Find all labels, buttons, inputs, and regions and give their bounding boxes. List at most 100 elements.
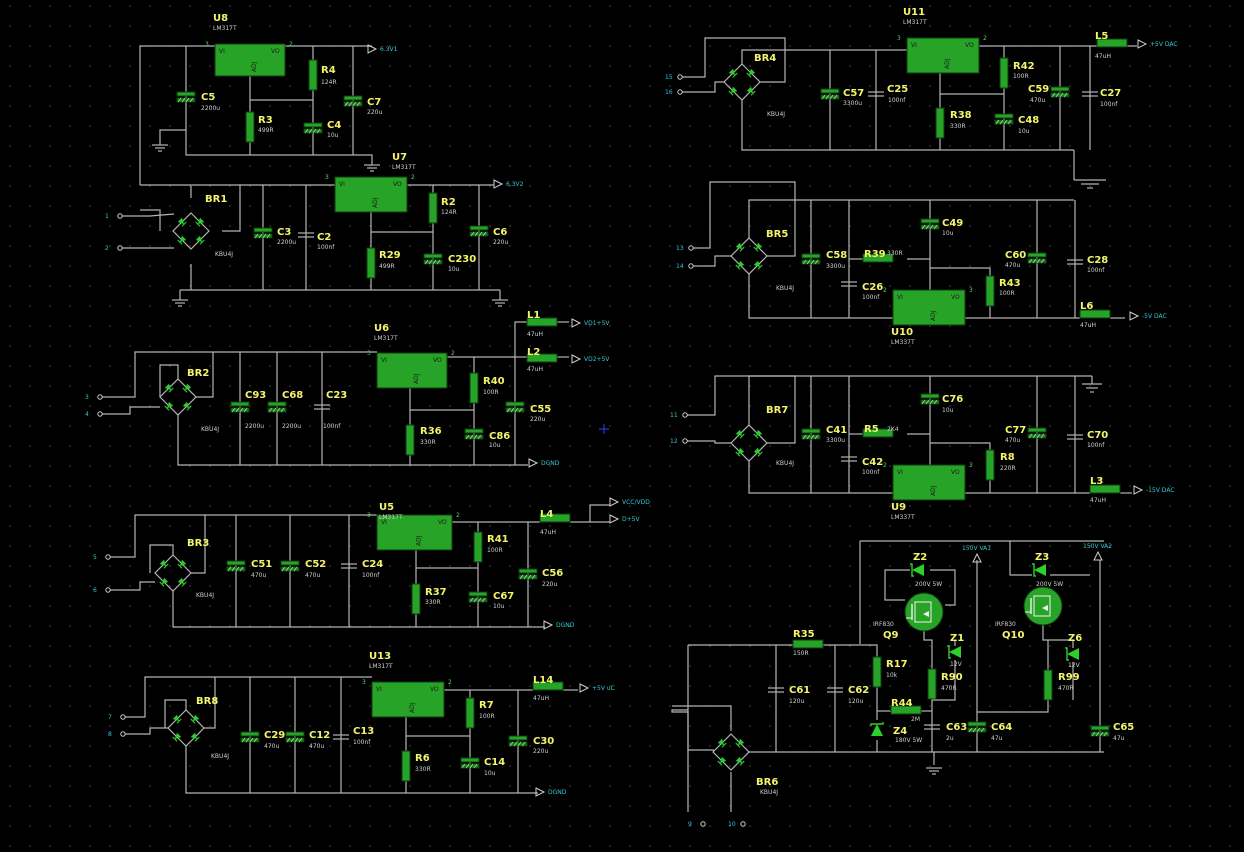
input-port-13[interactable]: 13 — [676, 245, 694, 252]
input-port-7[interactable]: 7 — [108, 714, 126, 721]
input-port-5[interactable]: 5 — [93, 554, 111, 561]
input-port-6[interactable]: 6 — [93, 587, 111, 594]
input-port-16[interactable]: 16 — [665, 89, 683, 96]
input-port-4[interactable]: 4 — [85, 411, 103, 418]
input-port-2[interactable]: 2 — [105, 245, 123, 252]
input-port-10[interactable]: 10 — [728, 821, 746, 828]
input-port-14[interactable]: 14 — [676, 263, 694, 270]
input-port-12[interactable]: 12 — [670, 438, 688, 445]
input-port-8[interactable]: 8 — [108, 731, 126, 738]
input-port-1[interactable]: 1 — [105, 213, 123, 220]
input-port-15[interactable]: 15 — [665, 74, 683, 81]
input-port-11[interactable]: 11 — [670, 412, 688, 419]
